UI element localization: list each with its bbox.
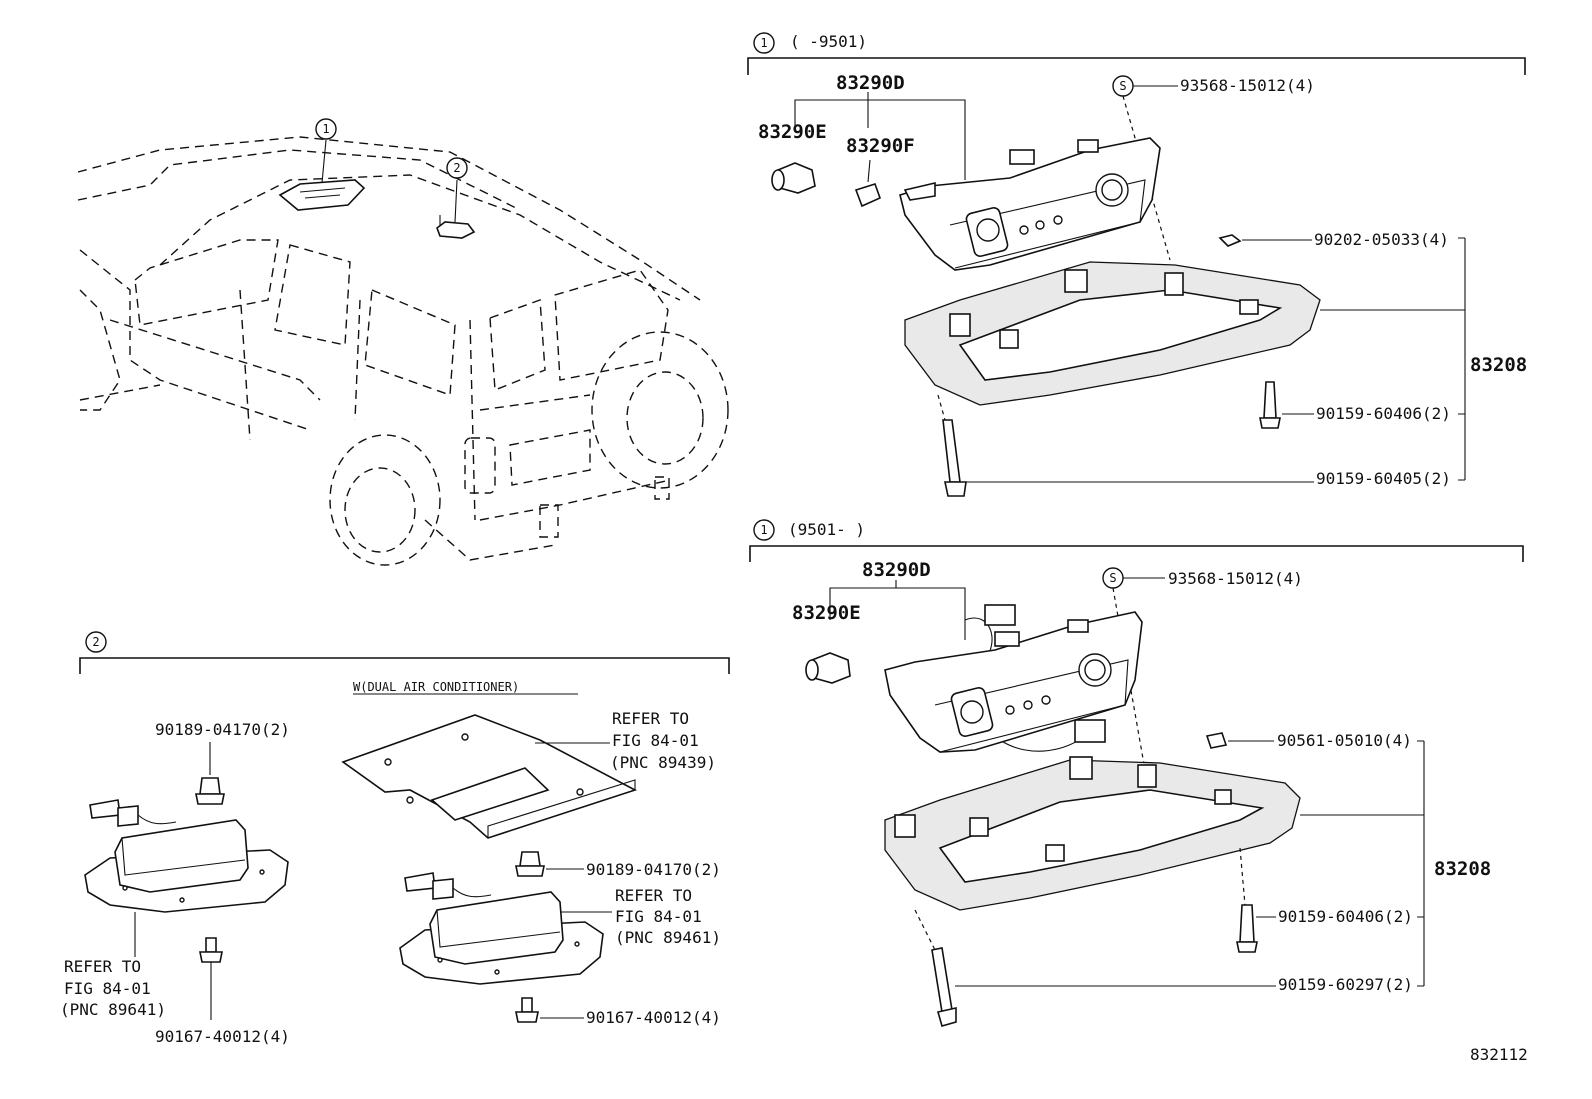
section-callout-1: 1 [760, 36, 767, 50]
catalog-id: 832112 [1470, 1045, 1528, 1064]
ref-lamp-left-line-3: (PNC 89641) [60, 1000, 166, 1019]
part-90159-60406-late: 90159-60406(2) [1278, 907, 1413, 926]
section-rear-lamp: 2 W(DUAL AIR CONDITIONER) REFER TO FIG 8… [60, 631, 730, 1046]
ref-lamp-right-line-2: FIG 84-01 [615, 907, 702, 926]
dual-ac-condition: W(DUAL AIR CONDITIONER) [353, 680, 519, 694]
ref-lamp-left-line-2: FIG 84-01 [64, 979, 151, 998]
part-83290D-late: 83290D [862, 559, 931, 581]
vehicle-callout-2: 2 [453, 161, 460, 175]
ref-lamp-left-line-1: REFER TO [64, 957, 141, 976]
section-callout-2: 2 [92, 635, 99, 649]
part-90167-right: 90167-40012(4) [586, 1008, 721, 1027]
range-label-early: ( -9501) [790, 32, 867, 51]
section-callout-1-late: 1 [760, 523, 767, 537]
vehicle-callout-1: 1 [322, 122, 329, 136]
ref-lamp-right-line-1: REFER TO [615, 886, 692, 905]
part-90189-right: 90189-04170(2) [586, 860, 721, 879]
ref-plate-line-2: FIG 84-01 [612, 731, 699, 750]
part-83290E-early: 83290E [758, 121, 827, 143]
part-90202: 90202-05033(4) [1314, 230, 1449, 249]
part-90159-60406-early: 90159-60406(2) [1316, 404, 1451, 423]
screw-callout-s-early: S [1119, 79, 1126, 93]
part-90159-60405: 90159-60405(2) [1316, 469, 1451, 488]
assembly-83208-early: 83208 [1470, 354, 1527, 376]
section-console-early: 1 ( -9501) 83290D 83290E 83290F S 93568-… [747, 32, 1527, 497]
assembly-83208-late: 83208 [1434, 858, 1491, 880]
range-label-late: (9501- ) [788, 520, 865, 539]
ref-plate-line-1: REFER TO [612, 709, 689, 728]
ref-lamp-right-line-3: (PNC 89461) [615, 928, 721, 947]
part-83290E-late: 83290E [792, 602, 861, 624]
section-console-late: 1 (9501- ) 83290D 83290E S 93568-15012(4… [749, 519, 1524, 1027]
part-90561: 90561-05010(4) [1277, 731, 1412, 750]
screw-callout-s-late: S [1109, 571, 1116, 585]
part-90167-left: 90167-40012(4) [155, 1027, 290, 1046]
vehicle-illustration: 1 2 [77, 118, 729, 566]
part-93568-early: 93568-15012(4) [1180, 76, 1315, 95]
part-93568-late: 93568-15012(4) [1168, 569, 1303, 588]
part-90159-60297: 90159-60297(2) [1278, 975, 1413, 994]
part-83290D-early: 83290D [836, 72, 905, 94]
ref-plate-line-3: (PNC 89439) [610, 753, 716, 772]
part-83290F-early: 83290F [846, 135, 915, 157]
part-90189-left: 90189-04170(2) [155, 720, 290, 739]
